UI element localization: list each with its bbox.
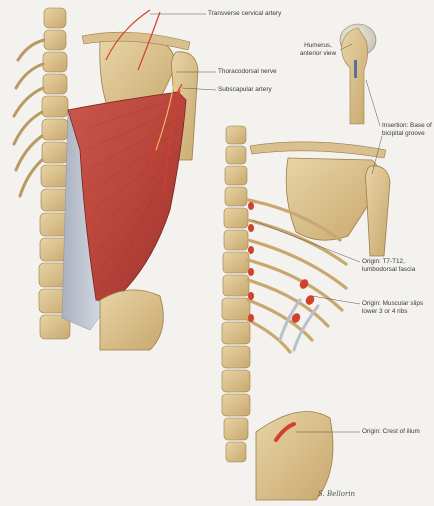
left-figure-clavicle [81, 31, 191, 51]
right-ribs [246, 198, 348, 354]
left-ribs-hint [12, 38, 46, 198]
label-thoracodorsal-nerve: Thoracodorsal nerve [218, 68, 277, 75]
bicipital-groove-insertion [354, 60, 357, 78]
label-insertion-line-1: Insertion: Base of [382, 122, 432, 129]
left-spine [38, 7, 72, 340]
origin-marker-iliac-crest [274, 422, 296, 442]
label-subscapular-artery: Subscapular artery [218, 86, 272, 93]
label-humerus-view-line-1: Humerus, [304, 42, 332, 49]
label-origin-ribs-line-1: Origin: Muscular slips [362, 300, 424, 307]
label-humerus-view: Humerus, anterior view [296, 42, 340, 57]
label-origin-vertebrae-line-2: lumbodorsal fascia [362, 265, 416, 273]
left-figure-posterior-view [12, 7, 199, 351]
label-transverse-cervical-artery: Transverse cervical artery [208, 10, 282, 17]
label-origin-ilium: Origin: Crest of ilium [362, 428, 420, 435]
muscle-fibers [83, 99, 181, 289]
right-figure-humerus [365, 165, 391, 257]
right-spine [221, 125, 251, 463]
right-figure-clavicle [249, 141, 387, 159]
label-origin-ribs-line-2: lower 3 or 4 ribs [362, 307, 408, 315]
origin-markers-vertebrae [248, 202, 254, 322]
label-origin-vertebrae-line-1: Origin: T7-T12, [362, 258, 405, 265]
leader-lines [150, 13, 383, 433]
label-insertion-line-2: bicipital groove [382, 129, 425, 137]
right-figure-ilium [255, 411, 334, 501]
humerus-anterior-figure [339, 23, 377, 125]
rib-cartilage [278, 298, 320, 352]
right-figure-scapula [285, 157, 381, 241]
left-figure-ilium [99, 289, 164, 351]
artist-signature: S. Bellorin [318, 490, 356, 498]
thoracodorsal-nerve [155, 71, 177, 151]
label-humerus-view-line-2: anterior view [299, 49, 337, 57]
right-figure-skeleton [221, 125, 391, 501]
artery-branches [105, 9, 183, 191]
origin-markers-ribs [291, 279, 315, 323]
label-origin-vertebrae: Origin: T7-T12, lumbodorsal fascia [362, 258, 415, 273]
label-origin-ribs: Origin: Muscular slips lower 3 or 4 ribs [362, 300, 423, 315]
label-insertion: Insertion: Base of bicipital groove [382, 122, 432, 137]
